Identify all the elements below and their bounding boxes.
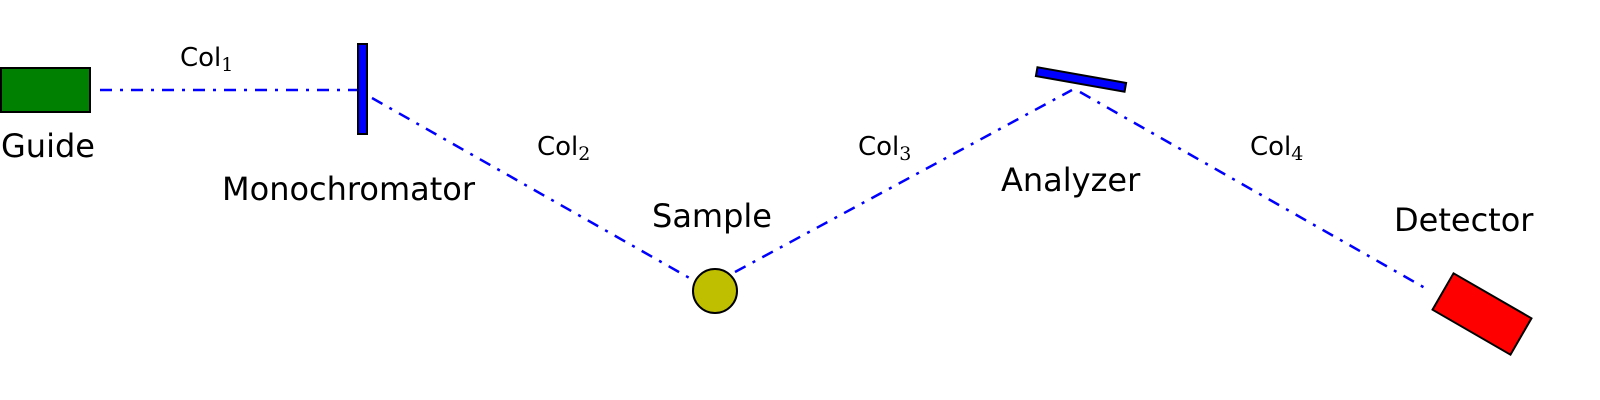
detector-block	[1431, 271, 1533, 357]
monochromator-crystal	[357, 43, 368, 135]
sample-circle	[692, 268, 738, 314]
analyzer-crystal	[1034, 66, 1128, 93]
analyzer-label: Analyzer	[1001, 161, 1141, 199]
guide-block	[0, 67, 91, 113]
collimator-label-4: Col4	[1250, 132, 1303, 165]
beam-segment-3	[734, 88, 1073, 274]
collimator-label-1: Col1	[180, 43, 233, 76]
beam-segment-4	[1079, 90, 1426, 290]
sample-label: Sample	[652, 197, 772, 235]
guide-label: Guide	[1, 127, 95, 165]
monochromator-label: Monochromator	[222, 170, 476, 208]
detector-label: Detector	[1394, 201, 1534, 239]
collimator-label-2: Col2	[537, 132, 590, 165]
beam-paths	[100, 88, 1426, 290]
collimator-label-3: Col3	[858, 132, 911, 165]
